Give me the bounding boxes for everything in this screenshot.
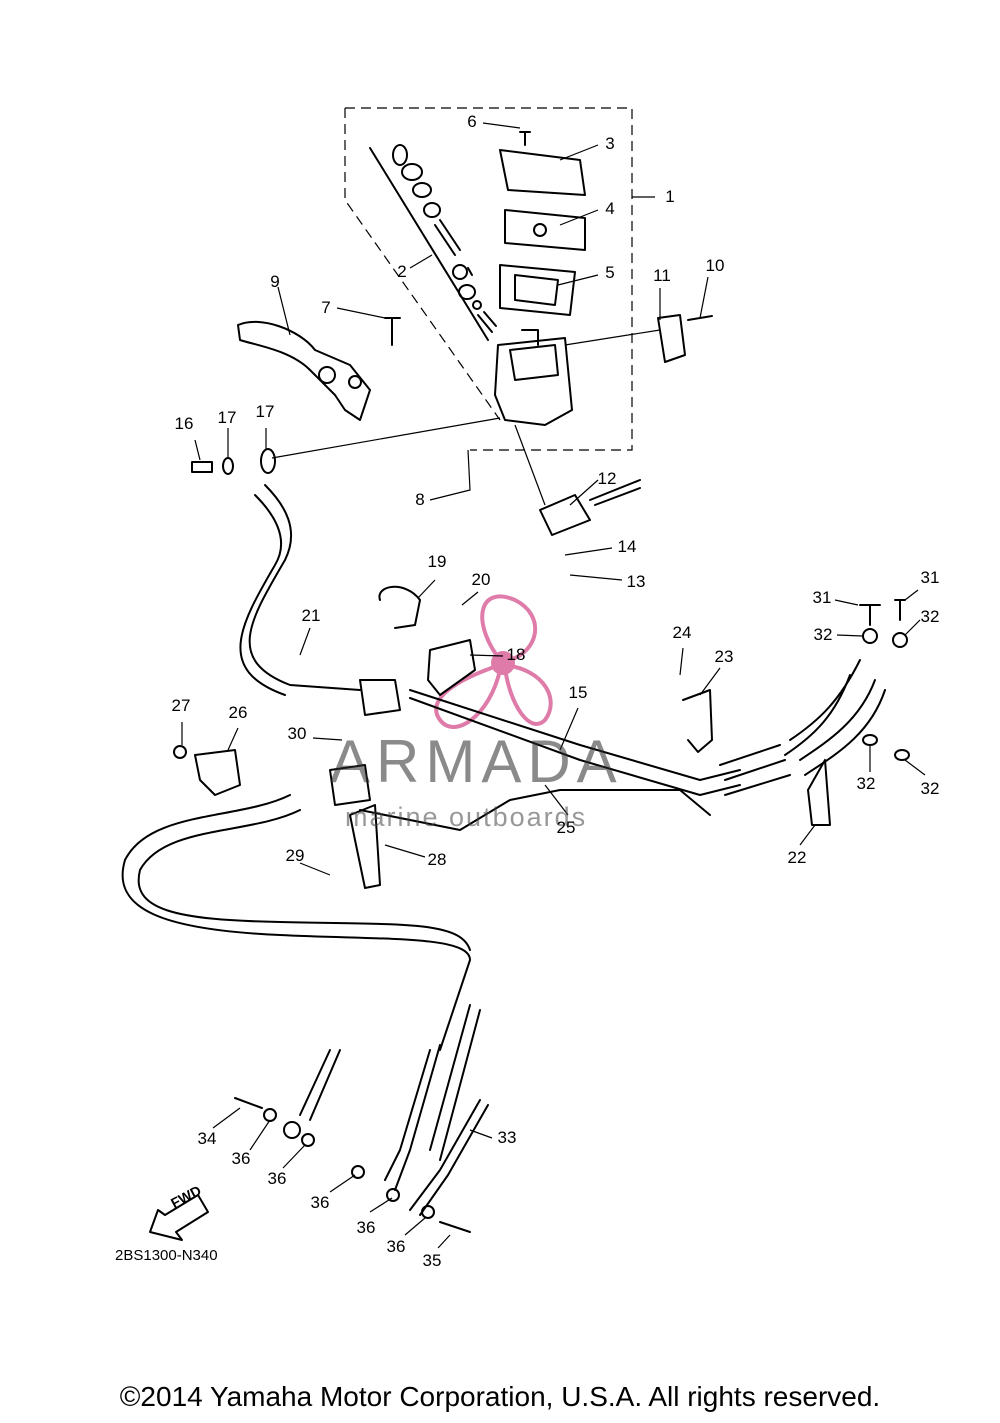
callout-15: 15 bbox=[568, 683, 588, 702]
callout-36a: 36 bbox=[231, 1149, 251, 1168]
callout-19: 19 bbox=[427, 552, 447, 571]
callout-36b: 36 bbox=[267, 1169, 287, 1188]
callout-17a: 17 bbox=[217, 408, 237, 427]
assembly-boundary bbox=[344, 107, 633, 451]
copyright-notice: ©2014 Yamaha Motor Corporation, U.S.A. A… bbox=[119, 1381, 881, 1412]
callout-7: 7 bbox=[321, 298, 331, 317]
callout-23: 23 bbox=[714, 647, 734, 666]
watermark-propeller-icon bbox=[434, 594, 553, 729]
callout-8: 8 bbox=[415, 490, 425, 509]
callout-32c: 32 bbox=[856, 774, 876, 793]
callout-5: 5 bbox=[605, 263, 615, 282]
callout-32d: 32 bbox=[920, 779, 940, 798]
callout-4: 4 bbox=[605, 199, 615, 218]
parts-drawing bbox=[121, 131, 910, 1241]
callout-10: 10 bbox=[705, 256, 725, 275]
callout-13: 13 bbox=[626, 572, 646, 591]
callout-11: 11 bbox=[653, 266, 671, 285]
callout-29: 29 bbox=[285, 846, 305, 865]
callout-22: 22 bbox=[787, 848, 807, 867]
callout-27: 27 bbox=[171, 696, 191, 715]
leader-lines bbox=[181, 122, 926, 1249]
callout-20: 20 bbox=[471, 570, 491, 589]
callout-36c: 36 bbox=[310, 1193, 330, 1212]
callout-17b: 17 bbox=[255, 402, 275, 421]
callout-32b: 32 bbox=[920, 607, 940, 626]
callout-35: 35 bbox=[422, 1251, 442, 1270]
callout-28: 28 bbox=[427, 850, 447, 869]
callout-31a: 31 bbox=[812, 588, 832, 607]
diagram-code: 2BS1300-N340 bbox=[115, 1247, 218, 1264]
callout-30: 30 bbox=[287, 724, 307, 743]
callout-34: 34 bbox=[197, 1129, 217, 1148]
callout-25: 25 bbox=[556, 818, 576, 837]
callout-14: 14 bbox=[617, 537, 637, 556]
callout-2: 2 bbox=[397, 262, 407, 281]
callout-6: 6 bbox=[467, 112, 477, 131]
callout-26: 26 bbox=[228, 703, 248, 722]
callout-18: 18 bbox=[506, 645, 526, 664]
callout-12: 12 bbox=[597, 469, 617, 488]
callout-36e: 36 bbox=[386, 1237, 406, 1256]
callout-31b: 31 bbox=[920, 568, 940, 587]
callout-36d: 36 bbox=[356, 1218, 376, 1237]
watermark-name: ARMADA bbox=[330, 728, 623, 795]
callout-32a: 32 bbox=[813, 625, 833, 644]
callout-3: 3 bbox=[605, 134, 615, 153]
watermark-tagline: marine outboards bbox=[345, 802, 588, 832]
callout-21: 21 bbox=[301, 606, 321, 625]
callout-16: 16 bbox=[174, 414, 194, 433]
callout-24: 24 bbox=[672, 623, 692, 642]
callout-1: 1 bbox=[665, 187, 675, 206]
callout-33: 33 bbox=[497, 1128, 517, 1147]
callout-9: 9 bbox=[270, 272, 280, 291]
